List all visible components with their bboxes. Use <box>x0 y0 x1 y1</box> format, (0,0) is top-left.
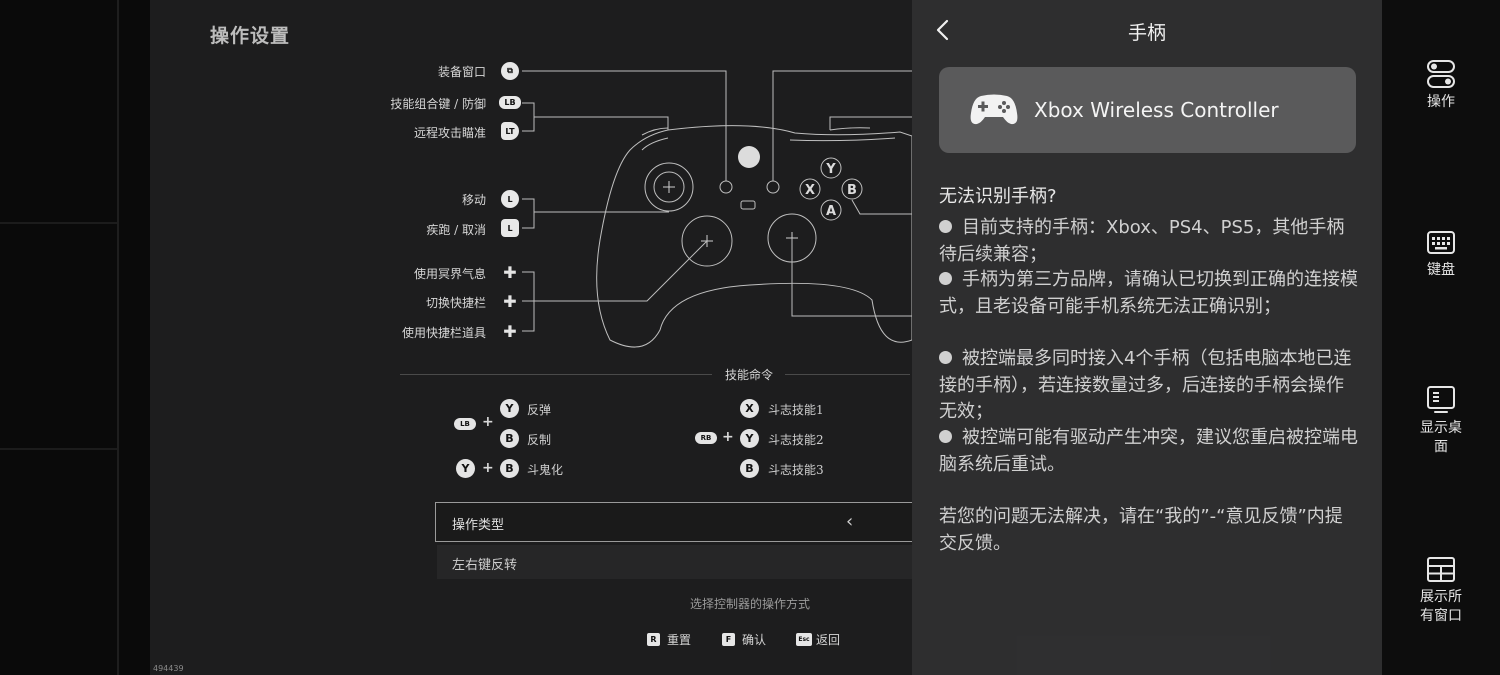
confirm-label[interactable]: 确认 <box>742 633 767 647</box>
mapping-label-move: 移动 <box>461 193 486 207</box>
gamepad-panel: 手柄 Xbox Wireless Controller 无法识别手柄? 目前支持… <box>912 0 1382 675</box>
swap-buttons-option[interactable]: 左右键反转 <box>437 545 912 579</box>
dpad <box>681 215 733 267</box>
windows-grid-icon <box>1427 557 1455 582</box>
toggle-icon <box>1427 60 1455 88</box>
sidebar-item-keyboard[interactable]: 键盘 <box>1382 228 1500 280</box>
y-button-icon: Y <box>500 399 519 418</box>
bullet-icon <box>939 430 952 443</box>
sidebar-item-show-desktop[interactable]: 显示桌面 <box>1382 384 1500 457</box>
operation-type-option[interactable]: 操作类型 ‹ <box>435 502 912 542</box>
xbox-logo <box>738 146 760 168</box>
combo-fanzhi: 反制 <box>527 433 552 447</box>
game-controls-screen: 操作设置 <box>150 0 912 675</box>
menu-button <box>766 180 780 194</box>
faq-title: 无法识别手柄? <box>939 186 1057 207</box>
controller-diagram: Y X B A <box>522 70 912 348</box>
bullet-icon <box>939 220 952 233</box>
feedback-note: 若您的问题无法解决，请在“我的”-“意见反馈”内提交反馈。 <box>939 506 1343 554</box>
combo-fantan: 反弹 <box>527 403 552 417</box>
svg-text:B: B <box>847 183 857 198</box>
lb-combo-icon: LB <box>454 418 476 430</box>
option-hint: 选择控制器的操作方式 <box>690 597 811 611</box>
gamepad-icon <box>970 94 1018 125</box>
confirm-key-icon[interactable]: F <box>722 633 735 646</box>
build-id: 494439 <box>153 664 184 673</box>
faq-bullet: 被控端可能有驱动产生冲突，建议您重启被控端电脑系统后重试。 <box>939 427 1358 475</box>
keyboard-icon <box>1427 231 1455 254</box>
desktop-icon <box>1427 386 1455 413</box>
right-bumper <box>829 127 871 131</box>
left-stick <box>644 162 694 212</box>
right-sidebar: 操作 键盘 显示桌面 展示所有窗口 <box>1382 0 1500 675</box>
bullet-icon <box>939 272 952 285</box>
mapping-label-switch-bar: 切换快捷栏 <box>425 296 486 310</box>
view-key-icon: ⧉ <box>501 62 519 80</box>
x-button-icon: X <box>740 399 759 418</box>
y-button-icon: Y <box>456 459 475 478</box>
mapping-label-use-item: 使用快捷栏道具 <box>401 326 486 340</box>
combo-dougui: 斗鬼化 <box>527 463 564 477</box>
y-button-icon: Y <box>740 429 759 448</box>
chevron-left-icon[interactable]: ‹ <box>846 511 854 532</box>
left-margin <box>0 0 150 675</box>
esc-key-icon[interactable]: Esc <box>796 633 812 646</box>
reset-key-icon[interactable]: R <box>647 633 660 646</box>
combo-skill3: 斗志技能3 <box>768 463 824 477</box>
left-bumper <box>641 127 669 136</box>
reset-label[interactable]: 重置 <box>667 633 692 647</box>
mapping-label-underworld: 使用冥界气息 <box>413 267 486 281</box>
bullet-icon <box>939 351 952 364</box>
connected-device-card[interactable]: Xbox Wireless Controller <box>939 67 1356 153</box>
lt-key-icon: LT <box>501 122 519 140</box>
back-button[interactable] <box>932 16 956 44</box>
svg-text:A: A <box>826 204 836 219</box>
page-title: 操作设置 <box>210 25 291 47</box>
left-stick-key-icon: L <box>501 190 519 208</box>
sidebar-item-all-windows[interactable]: 展示所有窗口 <box>1382 555 1500 626</box>
mapping-label-combo-defend: 技能组合键 / 防御 <box>390 97 486 111</box>
panel-title: 手柄 <box>1127 22 1166 44</box>
rb-combo-icon: RB <box>695 432 717 444</box>
view-button <box>719 180 733 194</box>
faq-bullet: 目前支持的手柄：Xbox、PS4、PS5，其他手柄待后续兼容； <box>939 217 1345 265</box>
dpad-up-icon: ✚ <box>503 262 517 282</box>
mapping-label-equipment: 装备窗口 <box>437 65 486 79</box>
dpad-horizontal-icon: ✚ <box>503 291 517 311</box>
left-stick-press-icon: L <box>501 219 519 237</box>
svg-text:X: X <box>805 183 815 198</box>
combo-skill1: 斗志技能1 <box>768 403 824 417</box>
dpad-down-icon: ✚ <box>503 321 517 341</box>
lb-key-icon: LB <box>499 96 521 109</box>
back-label[interactable]: 返回 <box>816 633 841 647</box>
b-button-icon: B <box>500 459 519 478</box>
b-button-icon: B <box>500 429 519 448</box>
faq-bullet: 被控端最多同时接入4个手柄（包括电脑本地已连接的手柄），若连接数量过多，后连接的… <box>939 348 1352 422</box>
mapping-label-ranged-aim: 远程攻击瞄准 <box>413 126 486 140</box>
svg-text:Y: Y <box>825 162 836 177</box>
faq-bullet: 手柄为第三方品牌，请确认已切换到正确的连接模式，且老设备可能手机系统无法正确识别… <box>939 269 1358 317</box>
mapping-label-sprint: 疾跑 / 取消 <box>426 223 486 237</box>
combo-skill2: 斗志技能2 <box>768 433 824 447</box>
b-button-icon: B <box>740 459 759 478</box>
chevron-left-icon <box>936 19 949 41</box>
sidebar-item-operation[interactable]: 操作 <box>1382 58 1500 112</box>
device-name: Xbox Wireless Controller <box>1034 98 1279 122</box>
